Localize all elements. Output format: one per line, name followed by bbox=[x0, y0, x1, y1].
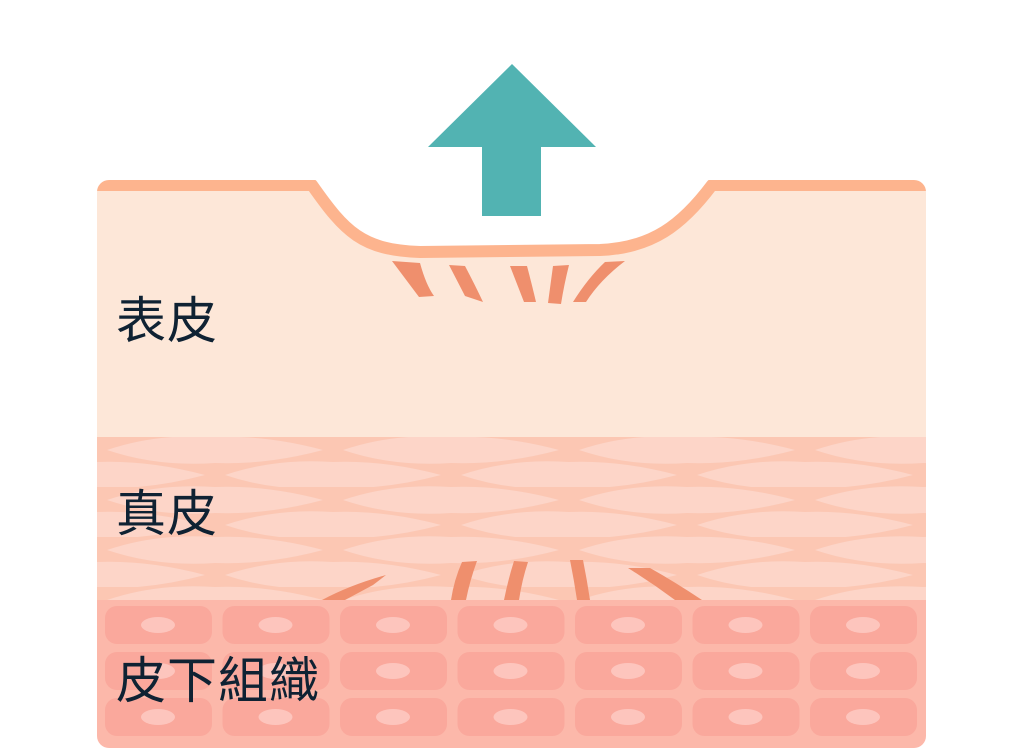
cell-nucleus bbox=[728, 617, 763, 633]
subcutaneous-label: 皮下組織 bbox=[116, 652, 320, 710]
cell-nucleus bbox=[258, 709, 293, 725]
up-arrow-icon bbox=[428, 64, 596, 216]
dermis-label: 真皮 bbox=[116, 485, 218, 543]
cell-nucleus bbox=[493, 663, 528, 679]
cell-nucleus bbox=[493, 709, 528, 725]
cell-nucleus bbox=[258, 663, 293, 679]
cell-nucleus bbox=[258, 617, 293, 633]
cell-nucleus bbox=[846, 663, 880, 679]
epidermis-layer bbox=[97, 186, 926, 437]
collagen-fibers-lower bbox=[322, 560, 702, 600]
cell-nucleus bbox=[376, 617, 410, 633]
cell-nucleus bbox=[611, 663, 645, 679]
cell-nucleus bbox=[376, 709, 410, 725]
cell-nucleus bbox=[141, 663, 175, 679]
collagen-fibers-upper bbox=[392, 261, 625, 304]
cell-nucleus bbox=[141, 617, 175, 633]
fat-cells bbox=[105, 606, 917, 736]
cell-nucleus bbox=[728, 709, 763, 725]
epidermis-surface bbox=[97, 180, 926, 258]
cell-nucleus bbox=[846, 709, 880, 725]
cell-nucleus bbox=[376, 663, 410, 679]
cell-nucleus bbox=[846, 617, 880, 633]
cell-nucleus bbox=[141, 709, 175, 725]
cell-nucleus bbox=[728, 663, 763, 679]
cell-nucleus bbox=[611, 617, 645, 633]
cell-nucleus bbox=[611, 709, 645, 725]
epidermis-label: 表皮 bbox=[116, 292, 218, 350]
cell-nucleus bbox=[493, 617, 528, 633]
